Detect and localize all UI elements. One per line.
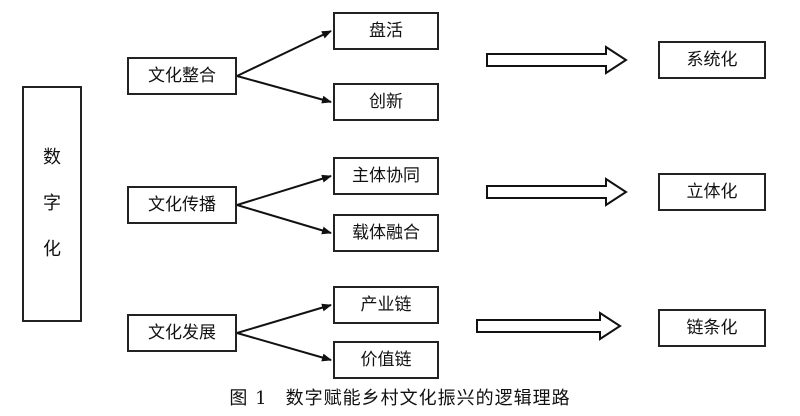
root-char-1: 数 xyxy=(43,147,61,168)
category-box-dissemination: 文化传播 xyxy=(127,186,237,224)
outcome-box-three-dimensional: 立体化 xyxy=(658,173,766,211)
figure-label: 图 1 xyxy=(229,388,268,409)
figure-caption: 图 1 数字赋能乡村文化振兴的逻辑理路 xyxy=(0,384,800,410)
block-arrow-three-dimensional xyxy=(486,177,628,207)
child-box-revitalize: 盘活 xyxy=(333,12,439,50)
arrow-dissemination-to-carrier xyxy=(236,204,332,235)
outcome-box-systematic: 系统化 xyxy=(658,41,766,79)
child-box-innovate: 创新 xyxy=(333,83,439,121)
block-arrow-chained xyxy=(476,311,622,341)
arrow-development-to-industry xyxy=(236,303,332,334)
child-box-carrier-fusion: 载体融合 xyxy=(333,214,439,252)
arrow-dissemination-to-subject xyxy=(236,174,332,206)
outcome-box-chained: 链条化 xyxy=(658,309,766,347)
category-box-integration: 文化整合 xyxy=(127,57,237,95)
figure-title: 数字赋能乡村文化振兴的逻辑理路 xyxy=(285,388,571,409)
arrow-integration-to-revitalize xyxy=(236,30,332,77)
digitalization-box: 数 字 化 xyxy=(22,86,82,322)
root-char-2: 字 xyxy=(43,193,61,214)
child-box-subject-coordination: 主体协同 xyxy=(333,157,439,195)
arrow-development-to-value xyxy=(236,332,332,362)
child-box-industry-chain: 产业链 xyxy=(333,286,439,324)
arrow-integration-to-innovate xyxy=(236,75,332,104)
block-arrow-systematic xyxy=(486,45,628,75)
child-box-value-chain: 价值链 xyxy=(333,341,439,379)
category-box-development: 文化发展 xyxy=(127,314,237,352)
root-char-3: 化 xyxy=(43,239,61,260)
